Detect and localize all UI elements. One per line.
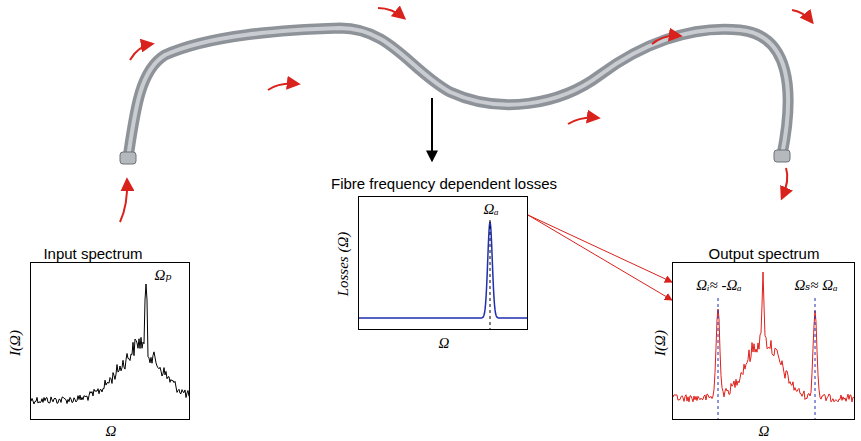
spectra-curves (31, 220, 854, 419)
input-spectrum-plot: Input spectrumI(Ω)ΩₚΩ (30, 262, 190, 420)
peak-label: Ωₛ≈ Ωₐ (793, 277, 838, 294)
output-spectrum-curve (673, 272, 854, 402)
sideband-marker (815, 298, 816, 419)
peak-label: Ωᵢ≈ -Ωₐ (695, 277, 742, 294)
axis-label: I(Ω) (7, 330, 24, 356)
loss-peak-marker (490, 220, 491, 329)
input-spectrum-curve (31, 284, 189, 404)
axis-label: Ω (439, 335, 450, 352)
axis-label: Ω (106, 423, 117, 440)
optical-fibre (120, 28, 790, 164)
sideband-marker (718, 298, 719, 419)
propagation-arrows (120, 8, 812, 222)
mapping-arrow (528, 215, 672, 300)
loss-curve (359, 222, 527, 318)
plot-title: Output spectrum (709, 246, 820, 263)
axis-label: I(Ω) (652, 330, 669, 356)
plot-title: Fibre frequency dependent losses (331, 176, 557, 193)
mapping-arrow (528, 215, 672, 282)
plot-title: Input spectrum (43, 246, 142, 263)
axis-label: Ω (759, 423, 770, 440)
output-spectrum-plot: Output spectrumI(Ω)Ωᵢ≈ -ΩₐΩₛ≈ ΩₐΩ (672, 262, 855, 420)
fibre-to-losses-arrow (431, 98, 433, 160)
axis-label: Losses (Ω) (335, 232, 352, 297)
peak-label: Ωₐ (482, 201, 499, 218)
peak-label: Ωₚ (154, 267, 173, 284)
loss-plot: Fibre frequency dependent lossesLosses (… (358, 196, 528, 330)
